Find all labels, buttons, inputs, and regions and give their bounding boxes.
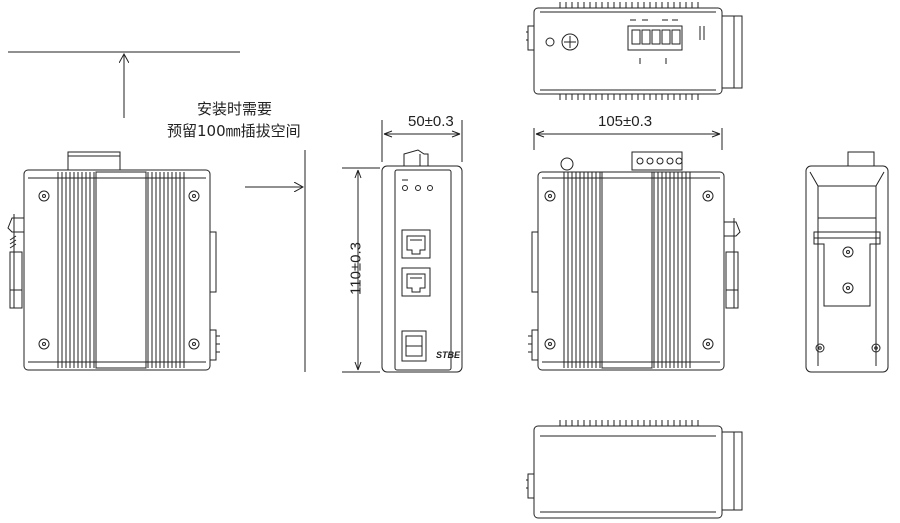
- install-note-line1: 安装时需要: [197, 100, 273, 118]
- right-view-fins: [563, 172, 691, 368]
- top-view-bottom-fins: [559, 2, 699, 100]
- rear-view: [805, 151, 889, 373]
- right-side-view: [528, 128, 741, 371]
- depth-dimension-label: 105±0.3: [598, 113, 653, 130]
- front-logo: STBE: [436, 350, 461, 360]
- top-view: [526, 7, 743, 95]
- bottom-view-fins: [559, 420, 699, 426]
- width-dimension-label: 50±0.3: [408, 113, 454, 130]
- bottom-view: [526, 425, 743, 519]
- install-note-line2: 预留100㎜插拔空间: [167, 122, 301, 140]
- left-side-view: [7, 151, 220, 371]
- left-view-fins: [57, 172, 185, 368]
- front-view: [342, 120, 463, 373]
- clearance-annotation: [8, 51, 306, 372]
